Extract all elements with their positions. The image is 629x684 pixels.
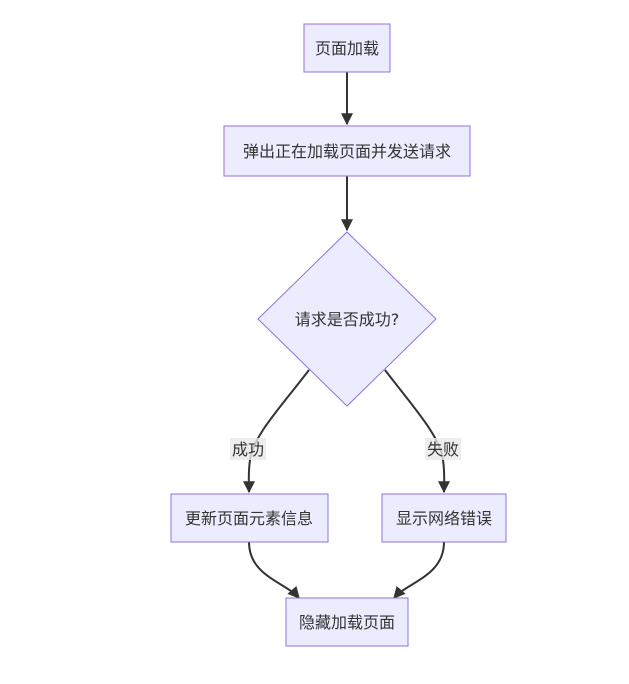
- node-request-decision: 请求是否成功?: [257, 231, 437, 407]
- edge-label-success: 成功: [230, 438, 266, 460]
- node-request-decision-text: 请求是否成功?: [295, 310, 400, 329]
- node-update-elements: 更新页面元素信息: [170, 493, 329, 543]
- node-page-load: 页面加载: [303, 23, 391, 73]
- edge-label-failure: 失败: [425, 438, 461, 460]
- edge-label-success-text: 成功: [232, 440, 264, 459]
- node-update-elements-text: 更新页面元素信息: [185, 509, 313, 528]
- node-popup-loading: 弹出正在加载页面并发送请求: [223, 125, 471, 177]
- edge-decision-to-update: [242, 369, 310, 494]
- node-page-load-text: 页面加载: [315, 39, 379, 58]
- node-show-error: 显示网络错误: [381, 493, 507, 543]
- node-hide-loading: 隐藏加载页面: [285, 597, 409, 647]
- node-popup-loading-text: 弹出正在加载页面并发送请求: [243, 142, 451, 161]
- node-hide-loading-text: 隐藏加载页面: [299, 613, 395, 632]
- node-show-error-text: 显示网络错误: [396, 509, 492, 528]
- edge-label-failure-text: 失败: [427, 440, 459, 459]
- edge-update-to-hide: [248, 541, 300, 599]
- edge-error-to-hide: [393, 541, 445, 599]
- edge-decision-to-error: [384, 369, 451, 494]
